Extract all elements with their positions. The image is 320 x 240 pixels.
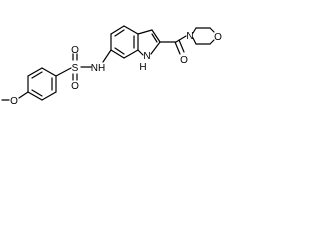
bond	[192, 37, 197, 45]
bond-inner	[151, 33, 158, 43]
atom-labels: O S O O NH N H O N O	[10, 31, 222, 107]
molecule-structure: O S O O NH N H O N O	[1, 25, 222, 107]
atom-s-sulfonyl: S	[72, 63, 79, 74]
bond	[150, 41, 161, 55]
bond	[137, 49, 144, 56]
bond	[27, 91, 43, 101]
bond	[178, 39, 185, 53]
bond	[18, 91, 29, 99]
atom-o-morpholine: O	[214, 32, 222, 43]
atom-o-carbonyl: O	[180, 55, 188, 66]
bond	[151, 29, 161, 43]
bond	[41, 91, 57, 101]
bond-inner	[31, 71, 43, 79]
bond	[137, 29, 153, 35]
atom-o-sulfonyl-top: O	[71, 45, 79, 56]
bond	[41, 67, 57, 77]
bond	[209, 27, 215, 33]
atom-o-sulfonyl-bottom: O	[71, 81, 79, 92]
atom-o-methoxy: O	[10, 96, 18, 107]
bond-inner	[114, 29, 125, 37]
bonds	[1, 25, 215, 101]
bond	[110, 49, 125, 59]
bond	[123, 49, 139, 59]
atom-n-morpholine: N	[186, 31, 193, 42]
bond	[110, 25, 125, 35]
bond	[192, 27, 197, 34]
atom-h-indole: H	[139, 62, 146, 73]
bond	[27, 67, 43, 77]
bond	[123, 25, 139, 35]
bond	[174, 41, 181, 55]
bond	[102, 49, 112, 63]
bond	[55, 67, 72, 77]
atom-nh-sulfonamide: NH	[91, 63, 105, 74]
bond	[175, 35, 187, 43]
bond	[209, 39, 215, 45]
bond-inner	[31, 89, 43, 97]
atom-n-indole: N	[143, 51, 150, 62]
bond-inner	[114, 47, 125, 55]
